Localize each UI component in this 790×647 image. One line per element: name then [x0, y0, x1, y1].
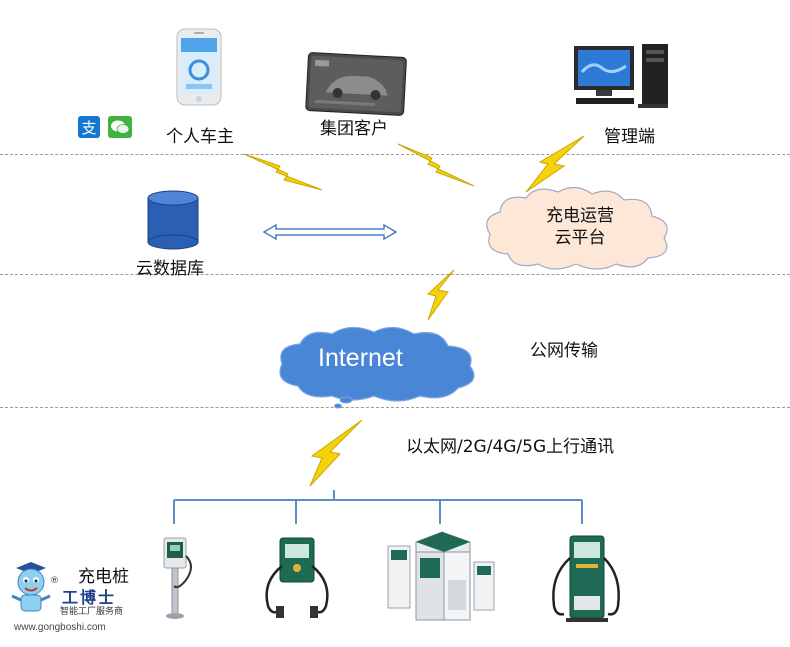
pole-charger-icon	[163, 537, 192, 619]
wall-charger-icon	[265, 537, 329, 618]
platform-label-line1: 充电运营	[546, 206, 614, 226]
dc-charger-icon	[552, 535, 620, 622]
brand-slogan: 智能工厂服务商	[60, 607, 124, 617]
chargers-label: 充电桩	[78, 567, 129, 587]
brand-logo: 工博士	[62, 588, 117, 607]
brand-url: www.gongboshi.com	[14, 622, 106, 633]
admin-label: 管理端	[604, 127, 655, 147]
lightning-bolt-icon	[243, 153, 323, 191]
personal-owner-label: 个人车主	[166, 127, 234, 147]
desktop-computer-icon	[574, 44, 668, 108]
cloud-db-label: 云数据库	[136, 259, 204, 279]
internet-label: Internet	[318, 344, 403, 372]
uplink-label: 以太网/2G/4G/5G上行通讯	[406, 437, 615, 457]
operation-cloud-shape	[486, 186, 668, 270]
lightning-bolt-icon	[397, 143, 475, 187]
public-net-label: 公网传输	[530, 341, 598, 361]
charger-bus-lines	[173, 490, 583, 524]
group-customer-label: 集团客户	[320, 119, 388, 139]
lightning-bolt-icon	[525, 135, 585, 193]
platform-label-line2: 云平台	[554, 228, 606, 248]
smartphone-icon	[176, 28, 222, 106]
bidirectional-arrow-icon	[262, 223, 398, 241]
svg-text:支: 支	[81, 119, 96, 137]
platform-label: 充电运营 云平台	[520, 205, 640, 249]
registered-mark: ®	[50, 576, 59, 586]
divider-1	[0, 154, 790, 155]
alipay-icon: 支	[78, 116, 100, 138]
wechat-icon	[108, 116, 132, 138]
lightning-bolt-icon	[426, 269, 455, 321]
internet-cloud-shape	[279, 326, 475, 409]
divider-3	[0, 407, 790, 408]
charging-cabinet-icon	[387, 531, 495, 621]
database-icon	[147, 190, 199, 250]
divider-2	[0, 274, 790, 275]
lightning-bolt-icon	[309, 419, 363, 487]
mascot-icon	[11, 562, 51, 612]
membership-card-icon	[305, 52, 407, 116]
